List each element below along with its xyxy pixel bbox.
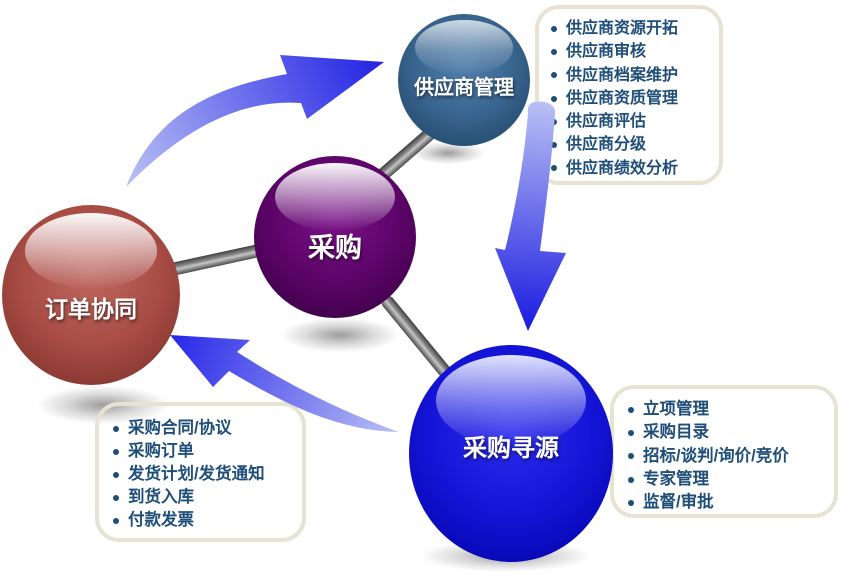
list-item: 供应商资源开拓: [549, 17, 713, 40]
list-item: 供应商绩效分析: [549, 157, 713, 180]
list-item: 供应商评估: [549, 110, 713, 133]
supplier-feature-list: 供应商资源开拓供应商审核供应商档案维护供应商资质管理供应商评估供应商分级供应商绩…: [549, 17, 713, 180]
node-procurement: 采购: [254, 156, 416, 318]
list-item: 采购订单: [111, 440, 296, 463]
list-item: 发货计划/发货通知: [111, 463, 296, 486]
callout-sourcing: 立项管理采购目录招标/谈判/询价/竞价专家管理监督/审批: [610, 385, 838, 518]
node-supplier-management-label: 供应商管理: [414, 76, 514, 99]
list-item: 供应商资质管理: [549, 87, 713, 110]
node-procurement-sourcing-label: 采购寻源: [463, 435, 559, 462]
list-item: 供应商档案维护: [549, 64, 713, 87]
list-item: 采购合同/协议: [111, 417, 296, 440]
node-supplier-management: 供应商管理: [398, 14, 530, 146]
list-item: 立项管理: [626, 398, 828, 421]
node-procurement-label: 采购: [308, 232, 362, 263]
list-item: 付款发票: [111, 509, 296, 532]
order-feature-list: 采购合同/协议采购订单发货计划/发货通知到货入库付款发票: [111, 417, 296, 532]
node-order-collaboration: 订单协同: [2, 205, 180, 385]
node-order-collaboration-label: 订单协同: [45, 296, 137, 322]
shadow-under-procurement-sphere: [272, 315, 408, 355]
callout-supplier-management: 供应商资源开拓供应商审核供应商档案维护供应商资质管理供应商评估供应商分级供应商绩…: [535, 5, 723, 185]
list-item: 招标/谈判/询价/竞价: [626, 445, 828, 468]
sourcing-feature-list: 立项管理采购目录招标/谈判/询价/竞价专家管理监督/审批: [626, 398, 828, 514]
list-item: 供应商分级: [549, 133, 713, 156]
callout-order-collaboration: 采购合同/协议采购订单发货计划/发货通知到货入库付款发票: [95, 402, 306, 542]
list-item: 监督/审批: [626, 491, 828, 514]
list-item: 到货入库: [111, 486, 296, 509]
node-procurement-sourcing: 采购寻源: [409, 345, 613, 562]
list-item: 采购目录: [626, 421, 828, 444]
list-item: 专家管理: [626, 468, 828, 491]
list-item: 供应商审核: [549, 40, 713, 63]
